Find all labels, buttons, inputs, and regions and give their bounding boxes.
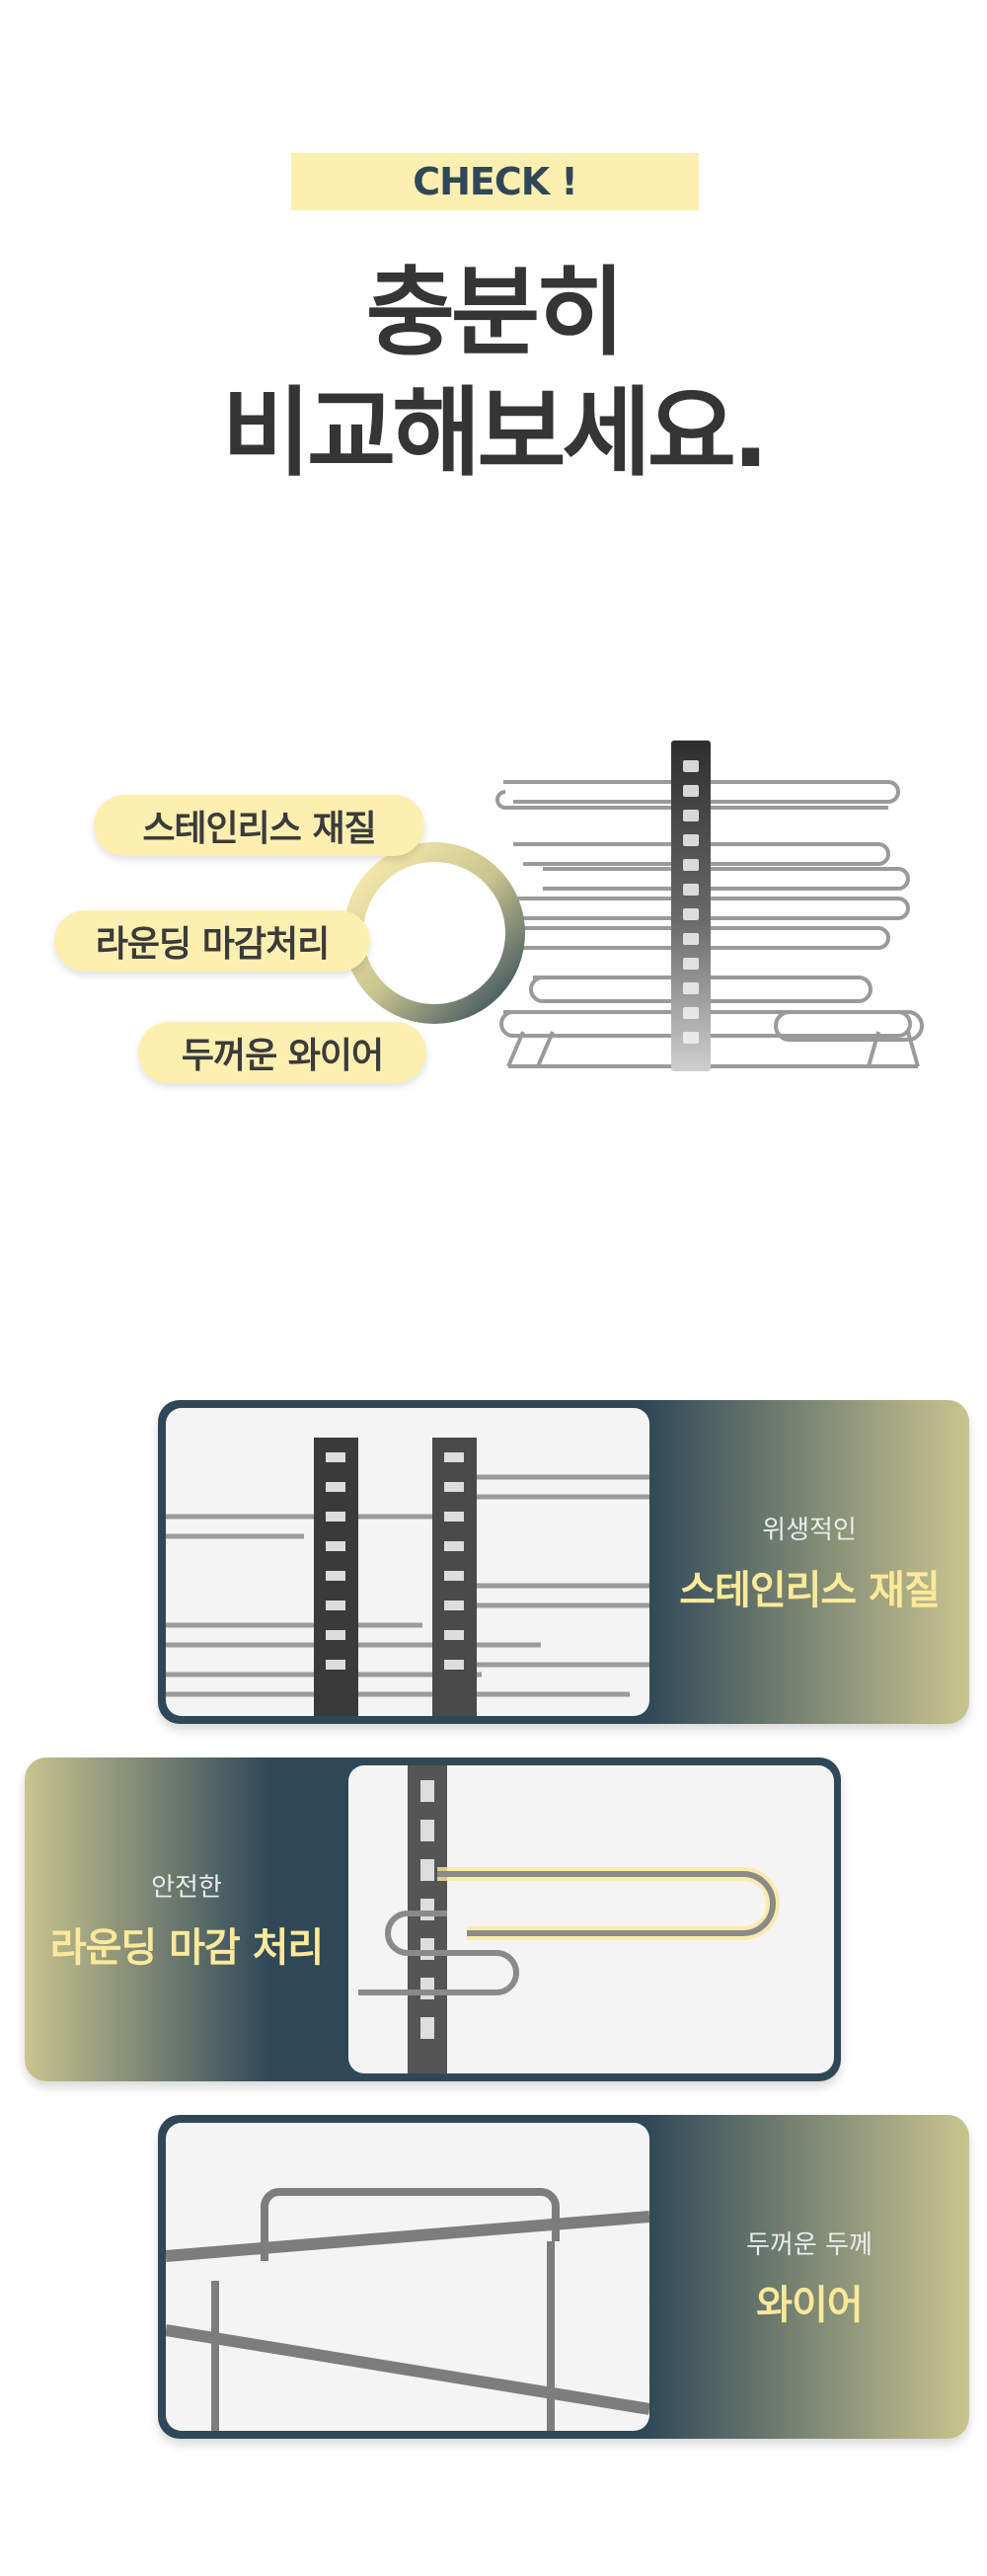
feature-card-thick-wire: 두꺼운 두께 와이어 — [158, 2115, 969, 2439]
feature-photo-rounding — [348, 1765, 834, 2073]
feature-text-thick-wire: 두꺼운 두께 와이어 — [649, 2115, 969, 2439]
feature-title: 와이어 — [756, 2282, 863, 2328]
feature-subtitle: 두꺼운 두께 — [746, 2229, 873, 2260]
feature-subtitle: 안전한 — [151, 1872, 222, 1903]
feature-title: 라운딩 마감 처리 — [49, 1924, 324, 1971]
product-overview-image — [484, 731, 938, 1106]
feature-text-stainless: 위생적인 스테인리스 재질 — [649, 1400, 969, 1724]
feature-title: 스테인리스 재질 — [679, 1567, 941, 1613]
feature-photo-stainless — [166, 1408, 649, 1716]
label-stainless: 스테인리스 재질 — [94, 795, 424, 856]
headline-line-2: 비교해보세요. — [221, 377, 769, 490]
feature-card-rounding: 안전한 라운딩 마감 처리 — [25, 1757, 841, 2081]
feature-subtitle: 위생적인 — [762, 1515, 857, 1545]
feature-text-rounding: 안전한 라운딩 마감 처리 — [25, 1757, 348, 2081]
label-rounding: 라운딩 마감처리 — [54, 910, 370, 972]
headline-line-1: 충분히 — [365, 257, 625, 369]
feature-photo-thick-wire — [166, 2123, 649, 2431]
feature-card-stainless: 위생적인 스테인리스 재질 — [158, 1400, 969, 1724]
label-thick-wire: 두꺼운 와이어 — [138, 1022, 426, 1083]
check-badge: CHECK ! — [291, 153, 699, 210]
